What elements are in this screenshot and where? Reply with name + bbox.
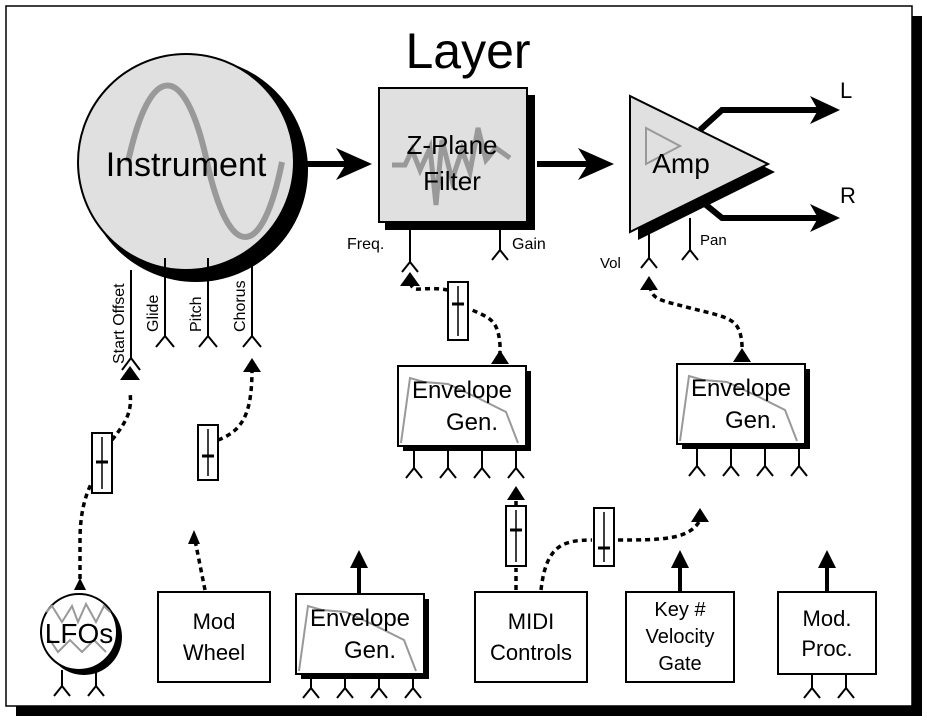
amp-label: Amp [652,148,710,179]
instrument-block [77,53,295,271]
amount-slider-midi-env [505,505,527,567]
env-amp-block [676,363,806,445]
amount-slider-mod-wheel [197,424,219,481]
env-amp-curve [679,374,798,442]
amount-slider-midi-amp [593,507,615,567]
input-gain-label: Gain [512,236,546,253]
key-label-line3: Gate [658,653,701,675]
env-bottom-label-line2: Gen. [344,637,396,664]
env-amp-label-line1: Envelope [691,375,791,402]
env-filter-label-line1: Envelope [412,377,512,404]
env-amp-label-line2: Gen. [725,407,777,434]
output-right-label: R [840,183,856,208]
env-filter-label-line2: Gen. [446,409,498,436]
instrument-label: Instrument [106,146,267,184]
amount-slider-filter-env [447,281,469,341]
output-left-arrow [810,96,840,124]
midi-label-line1: MIDI [508,609,554,634]
amp-block [629,94,771,234]
mod-wheel-label-line2: Wheel [183,640,245,665]
input-pitch-label: Pitch [188,296,205,332]
env-filter-curve [400,376,519,444]
amp-icon [645,126,683,166]
mod-wheel-block [157,591,271,683]
arrow-to-filter [336,148,372,180]
mod-proc-label-line2: Proc. [801,636,852,661]
input-freq-label: Freq. [347,236,384,253]
input-vol-label: Vol [600,255,621,272]
env-bottom-block [295,593,425,675]
input-chorus-label: Chorus [232,280,249,332]
filter-label-line2: Filter [423,166,481,196]
input-start-offset-label: Start Offset [111,283,128,364]
input-glide-label: Glide [145,295,162,332]
mod-proc-label-line1: Mod. [803,606,852,631]
env-filter-block [397,365,527,447]
output-left-label: L [840,78,852,103]
output-right-arrow [810,204,840,232]
filter-label-line1: Z-Plane [406,130,497,160]
midi-controls-block [474,591,588,683]
instrument-waveform [125,82,285,240]
key-label-line1: Key # [654,599,706,621]
env-filter-inputs [405,446,525,479]
filter-waveform [392,127,512,206]
env-bottom-label-line1: Envelope [310,605,410,632]
mod-proc-block [777,591,877,675]
env-amp-inputs [688,444,808,477]
key-label-line2: Velocity [646,626,715,648]
lfo-waveform [45,601,111,654]
input-pan-label: Pan [700,232,727,249]
amount-slider-lfo [91,432,113,494]
env-bottom-curve [298,604,417,672]
midi-label-line2: Controls [490,640,572,665]
page-title: Layer [405,23,530,79]
lfo-label: LFOs [45,618,113,649]
mod-wheel-label-line1: Mod [193,609,236,634]
arrow-to-amp [578,148,614,180]
